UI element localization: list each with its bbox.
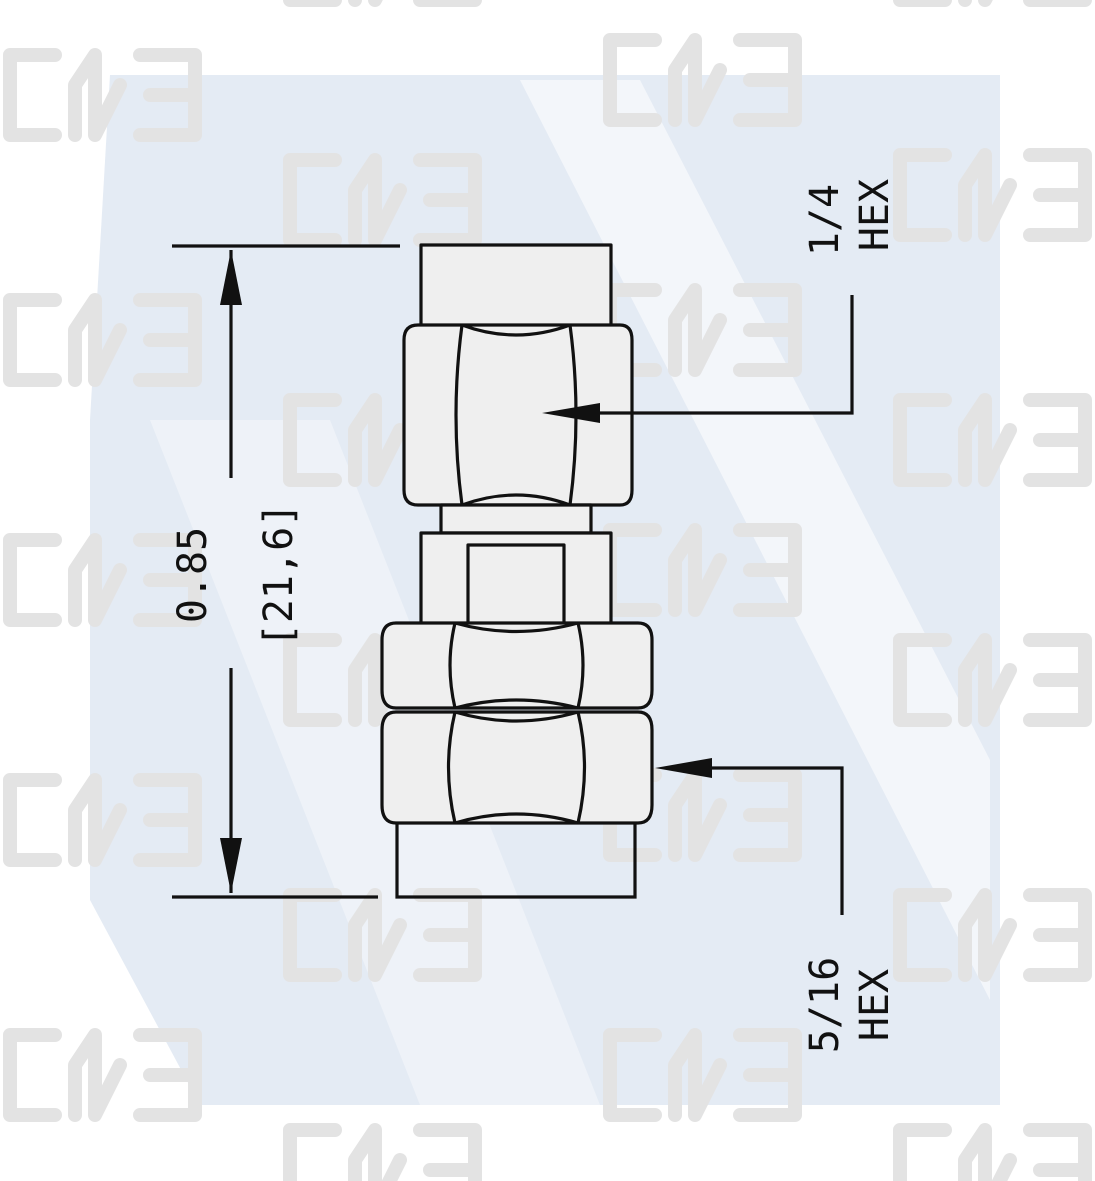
overall-dimension: 0.85 [21,6]	[170, 244, 400, 899]
top-hex-callout: 1/4 HEX	[542, 179, 898, 423]
omz-logo-icon	[283, 633, 482, 727]
top-hex-face-top	[461, 323, 571, 337]
omz-logo-icon	[283, 888, 482, 982]
omz-logo-icon	[603, 1028, 802, 1122]
omz-logo-icon	[3, 1028, 202, 1122]
top-hex-arrow-icon	[542, 403, 600, 423]
lower-hex-nut-2	[380, 710, 654, 825]
top-hex-face-left	[454, 324, 464, 506]
lower-hex-1-face-left	[448, 622, 457, 709]
dimension-mm-label: [21,6]	[256, 503, 302, 648]
top-hex-word-label: HEX	[852, 179, 898, 251]
lower-hex-2-face-bottom	[454, 812, 579, 825]
omz-logo-icon	[283, 153, 482, 247]
dimension-arrow-up-icon	[220, 250, 242, 305]
bottom-hex-callout: 5/16 HEX	[655, 758, 898, 1053]
omz-logo-icon	[893, 393, 1092, 487]
top-hex-leader	[600, 295, 854, 415]
neck	[439, 503, 593, 535]
lower-hex-1-face-bottom	[454, 698, 579, 710]
omz-logo-icon	[283, 393, 482, 487]
omz-logo-icon	[3, 293, 202, 387]
omz-logo-icon	[603, 33, 802, 127]
connector-body	[380, 243, 654, 899]
top-hex-size-label: 1/4	[802, 184, 848, 256]
bottom-hex-size-label: 5/16	[802, 957, 848, 1053]
watermark-diagonal	[520, 80, 990, 1000]
omz-logo-icon	[893, 1123, 1092, 1181]
lower-hex-2-face-left	[446, 711, 457, 824]
top-hex-face-bottom	[461, 493, 571, 507]
omz-logo-icon	[3, 48, 202, 142]
omz-logo-icon	[893, 633, 1092, 727]
dimension-inch-label: 0.85	[170, 527, 216, 623]
bottom-hex-arrow-icon	[655, 758, 712, 778]
omz-logo-icon	[893, 888, 1092, 982]
omz-logo-icon	[3, 773, 202, 867]
lower-hex-nut-1	[380, 621, 654, 710]
omz-logo-icon	[3, 533, 202, 627]
omz-logo-icon	[893, 148, 1092, 242]
lower-hex-2-face-right	[576, 711, 587, 824]
lower-hex-1-face-top	[454, 621, 579, 634]
lower-hex-1-face-right	[576, 622, 585, 709]
center-window	[466, 543, 566, 630]
lower-hex-2-face-top	[454, 710, 579, 723]
watermark-diagonal-2	[150, 420, 600, 1105]
top-sleeve	[419, 243, 613, 332]
bottom-sleeve	[395, 823, 637, 899]
bottom-hex-leader	[712, 766, 844, 915]
bottom-hex-word-label: HEX	[852, 969, 898, 1041]
dimension-arrow-down-icon	[220, 838, 242, 893]
omz-logo-icon	[283, 1123, 482, 1181]
